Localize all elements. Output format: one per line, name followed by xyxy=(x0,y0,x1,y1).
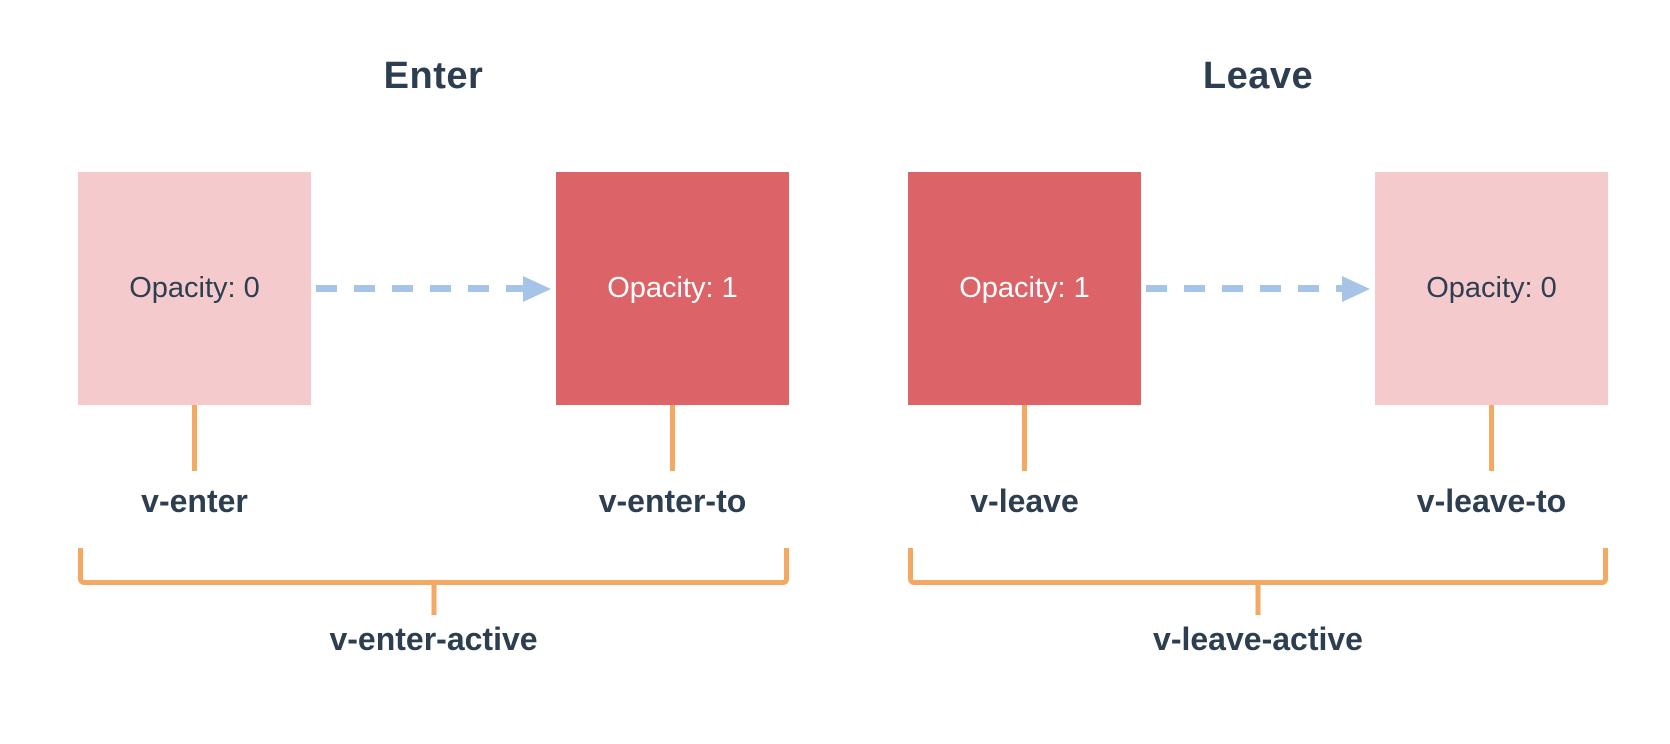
leave-active-bracket-tick xyxy=(1255,585,1261,615)
connector-line xyxy=(1489,405,1494,471)
connector-line xyxy=(192,405,197,471)
enter-from-box-label: Opacity: 0 xyxy=(129,272,260,304)
enter-to-box: Opacity: 1 xyxy=(556,172,789,405)
enter-labels-row: v-enter v-enter-to xyxy=(78,405,789,520)
leave-section-title: Leave xyxy=(1202,55,1314,97)
leave-from-box-label: Opacity: 1 xyxy=(959,272,1090,304)
v-enter-to-label: v-enter-to xyxy=(598,483,747,519)
v-enter-active-label: v-enter-active xyxy=(329,621,538,657)
leave-to-cell: v-leave-to xyxy=(1375,405,1608,520)
leave-labels-row: v-leave v-leave-to xyxy=(908,405,1608,520)
leave-to-box: Opacity: 0 xyxy=(1375,172,1608,405)
connector-line xyxy=(1022,405,1027,471)
v-enter-label: v-enter xyxy=(141,483,248,519)
dashed-line xyxy=(316,285,526,292)
enter-boxes-row: Opacity: 0 Opacity: 1 xyxy=(78,172,789,405)
arrow-head-icon xyxy=(1342,275,1370,302)
enter-active-bracket-tick xyxy=(431,585,436,615)
dashed-line xyxy=(1146,285,1345,292)
leave-section: Leave Opacity: 1 Opacity: 0 v-leave v-le… xyxy=(908,0,1608,744)
leave-to-box-label: Opacity: 0 xyxy=(1426,272,1557,304)
enter-transition-arrow xyxy=(316,275,551,303)
enter-from-box: Opacity: 0 xyxy=(78,172,311,405)
leave-boxes-row: Opacity: 1 Opacity: 0 xyxy=(908,172,1608,405)
enter-section: Enter Opacity: 0 Opacity: 1 v-enter v-en… xyxy=(78,0,789,744)
leave-active-bracket xyxy=(908,548,1608,585)
enter-section-title: Enter xyxy=(383,55,484,97)
v-leave-active-label: v-leave-active xyxy=(1153,621,1363,657)
leave-transition-arrow xyxy=(1146,275,1370,303)
leave-from-box: Opacity: 1 xyxy=(908,172,1141,405)
connector-line xyxy=(670,405,675,471)
enter-from-cell: v-enter xyxy=(78,405,311,520)
arrow-head-icon xyxy=(523,275,551,302)
v-leave-label: v-leave xyxy=(970,483,1079,519)
v-leave-to-label: v-leave-to xyxy=(1416,483,1567,519)
enter-to-cell: v-enter-to xyxy=(556,405,789,520)
enter-to-box-label: Opacity: 1 xyxy=(607,272,738,304)
leave-from-cell: v-leave xyxy=(908,405,1141,520)
enter-active-bracket xyxy=(78,548,789,585)
